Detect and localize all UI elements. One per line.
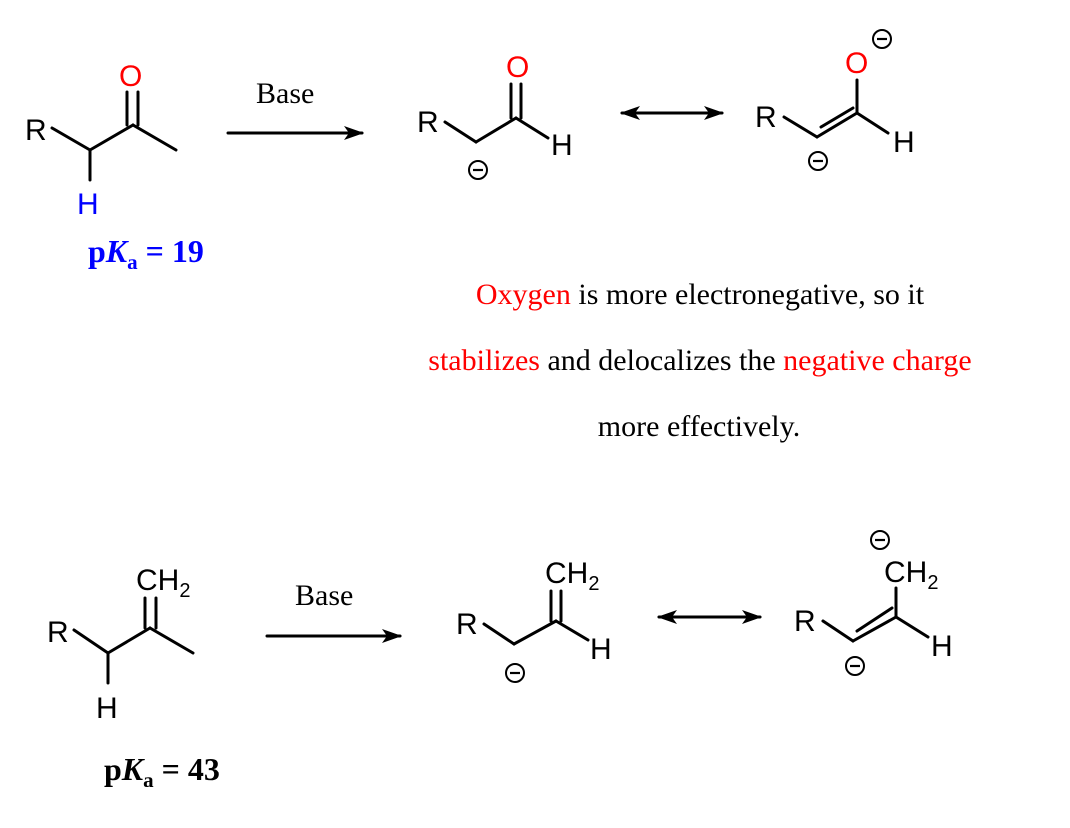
bond <box>782 115 819 139</box>
enolate-oxyanion-form: R O H <box>755 29 915 171</box>
oxygen-label: O <box>845 47 868 80</box>
r-group-label: R <box>794 605 816 638</box>
pka-top: pKa = 19 <box>88 233 204 274</box>
bond <box>512 619 558 646</box>
bond <box>855 111 890 135</box>
reagent-label: Base <box>295 579 353 612</box>
r-group-label: R <box>417 106 439 139</box>
bond <box>554 619 590 642</box>
hydrogen-label: H <box>96 692 118 725</box>
negative-charge-icon <box>808 151 828 171</box>
allyl-carbanion-form: R CH2 H <box>456 557 612 683</box>
negative-charge-icon <box>505 663 525 683</box>
enolate-carbanion-form: R O H <box>417 51 573 180</box>
bond <box>106 626 152 655</box>
allyl-terminal-anion-form: R CH2 H <box>794 530 953 676</box>
r-group-label: R <box>25 114 47 147</box>
bond <box>514 116 550 140</box>
base-arrow-bottom: Base <box>265 579 402 643</box>
explanation-text: Oxygen is more electronegative, so it st… <box>428 278 971 443</box>
pka-bottom: pKa = 43 <box>104 751 220 792</box>
methylene-label: CH2 <box>884 556 938 594</box>
r-group-label: R <box>755 101 777 134</box>
negative-charge-icon <box>870 530 890 550</box>
bond <box>482 622 516 646</box>
bond <box>131 123 178 152</box>
alkene-bond <box>851 615 898 643</box>
explanation-line-3: more effectively. <box>598 410 800 443</box>
methylene-label: CH2 <box>545 557 599 595</box>
explanation-line-2: stabilizes and delocalizes the negative … <box>428 344 971 377</box>
alkene-bond <box>855 606 894 633</box>
alkene-bond <box>815 111 859 139</box>
hydrogen-label: H <box>931 630 953 663</box>
svg-text:pKa = 19: pKa = 19 <box>88 233 204 274</box>
base-arrow-top: Base <box>226 77 364 140</box>
reagent-label: Base <box>256 77 314 110</box>
hydrogen-label: H <box>551 129 573 162</box>
bond <box>72 628 110 655</box>
bond <box>821 619 855 643</box>
bond <box>148 626 195 655</box>
bond <box>443 120 478 144</box>
bond <box>50 126 92 152</box>
alkene-bond <box>819 106 855 129</box>
acidic-hydrogen-label: H <box>77 188 99 221</box>
explanation-line-1: Oxygen is more electronegative, so it <box>476 278 925 311</box>
negative-charge-icon <box>468 160 488 180</box>
hydrogen-label: H <box>590 633 612 666</box>
r-group-label: R <box>456 608 478 641</box>
negative-charge-icon <box>845 656 865 676</box>
oxygen-label: O <box>506 51 529 84</box>
bond <box>474 116 518 144</box>
svg-text:pKa = 43: pKa = 43 <box>104 751 220 792</box>
negative-charge-icon <box>872 29 892 49</box>
hydrogen-label: H <box>893 126 915 159</box>
ketone-reactant: R H O <box>25 60 178 221</box>
bond <box>894 615 930 639</box>
methylene-label: CH2 <box>136 564 190 602</box>
r-group-label: R <box>47 616 69 649</box>
oxygen-label: O <box>119 60 142 93</box>
bond <box>88 123 135 152</box>
alkene-reactant: R H CH2 <box>47 564 195 725</box>
